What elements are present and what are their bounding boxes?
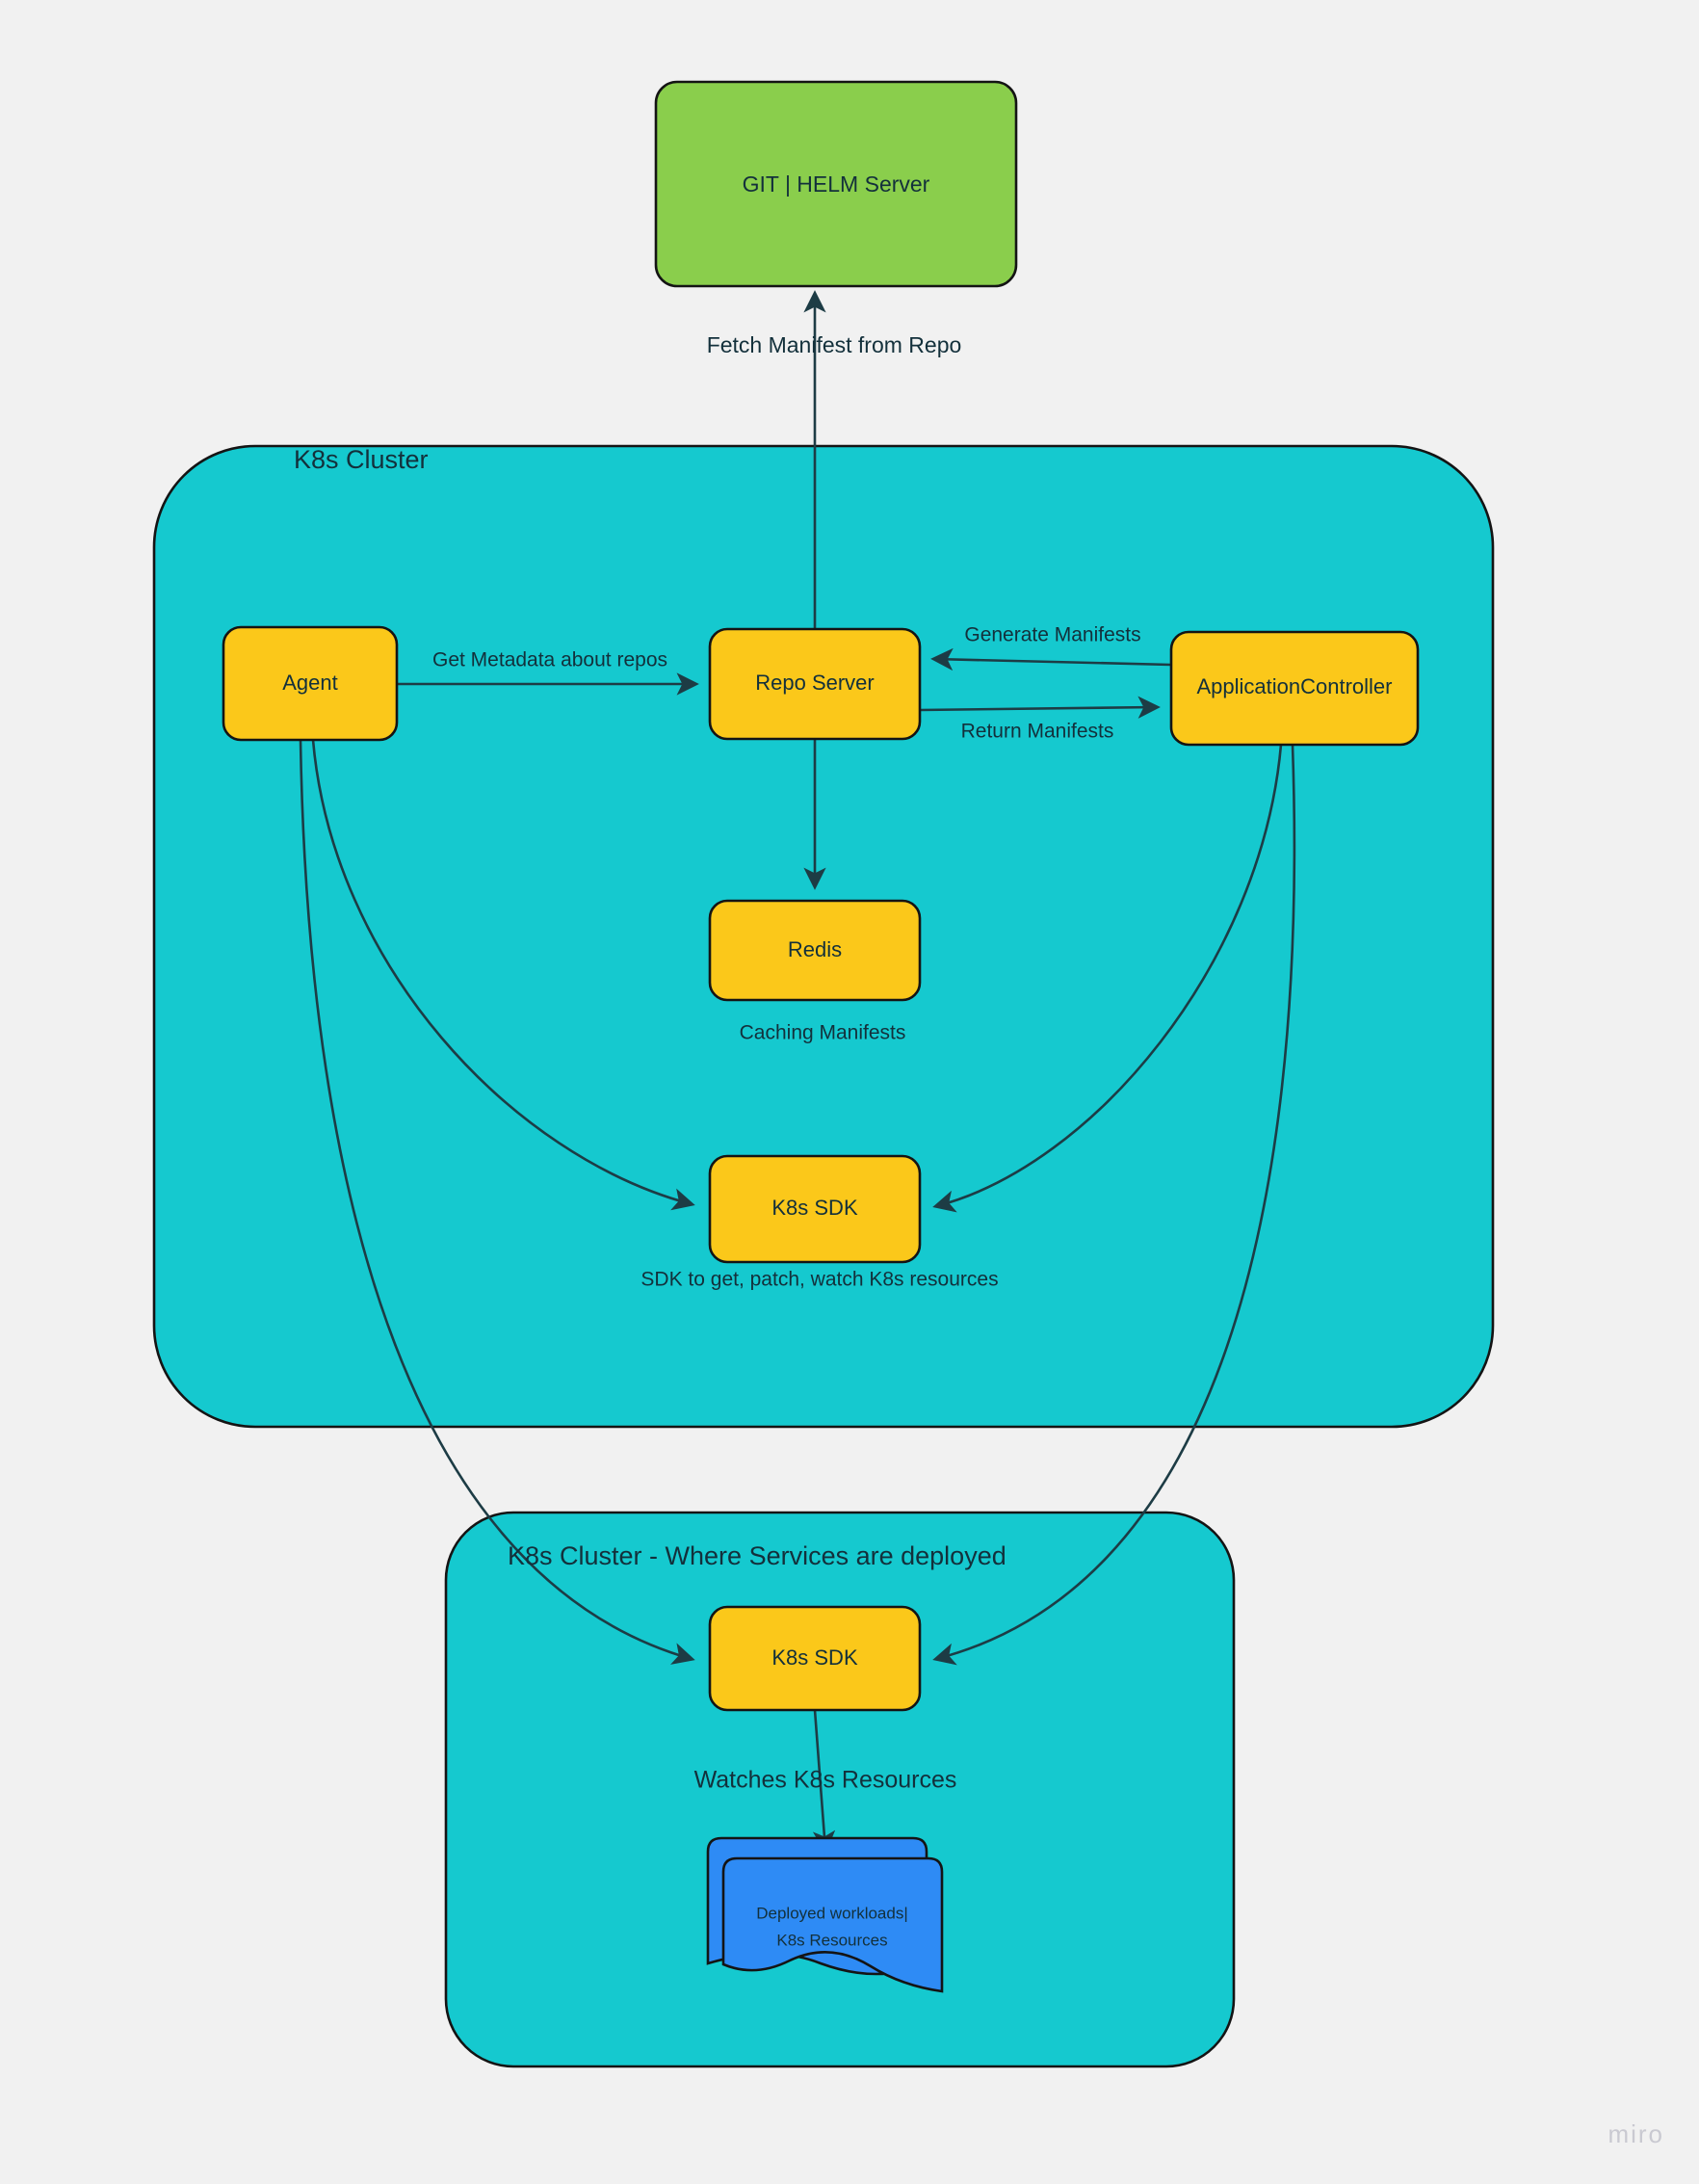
edge-appcontroller-to-k8s-sdk-bottom (932, 744, 1296, 1666)
redis-label: Redis (788, 937, 842, 961)
node-deployed-workloads[interactable]: Deployed workloads| K8s Resources (706, 1836, 944, 1993)
k8s-sdk-bottom-label: K8s SDK (771, 1645, 858, 1670)
node-k8s-sdk-top[interactable]: K8s SDK (708, 1154, 922, 1264)
edge-label-return-manifests: Return Manifests (961, 721, 1114, 743)
git-helm-server-shape[interactable] (654, 80, 1018, 288)
k8s-sdk-top-label: K8s SDK (771, 1196, 858, 1220)
agent-shape[interactable] (222, 625, 399, 742)
git-helm-server-label: GIT | HELM Server (743, 171, 930, 197)
edge-agent-to-k8s-sdk-top (311, 739, 695, 1211)
deployed-workloads-front-sheet[interactable] (721, 1856, 944, 1993)
miro-watermark: miro (1608, 2119, 1664, 2148)
edge-label-generate-manifests: Generate Manifests (964, 624, 1140, 646)
k8s-sdk-top-shape[interactable] (708, 1154, 922, 1264)
agent-label: Agent (282, 671, 338, 695)
container-label-k8s-cluster-bottom: K8s Cluster - Where Services are deploye… (508, 1541, 1006, 1570)
node-redis[interactable]: Redis (708, 899, 922, 1002)
edge-label-caching-manifests: Caching Manifests (740, 1022, 906, 1044)
edge-repo-server-to-appcontroller (919, 696, 1161, 719)
edge-agent-to-k8s-sdk-bottom (299, 739, 695, 1665)
edge-appcontroller-to-repo-server (930, 647, 1172, 671)
edge-k8s-sdk-bottom-to-workloads (812, 1709, 836, 1854)
edge-appcontroller-to-k8s-sdk-top (932, 744, 1283, 1213)
application-controller-label: ApplicationController (1197, 674, 1393, 698)
k8s-sdk-bottom-shape[interactable] (708, 1605, 922, 1712)
edge-label-sdk-description: SDK to get, patch, watch K8s resources (640, 1269, 998, 1291)
edge-label-fetch-manifest: Fetch Manifest from Repo (707, 332, 962, 357)
node-repo-server[interactable]: Repo Server (708, 627, 922, 741)
redis-shape[interactable] (708, 899, 922, 1002)
edge-label-get-metadata: Get Metadata about repos (432, 649, 667, 671)
repo-server-shape[interactable] (708, 627, 922, 741)
deployed-workloads-label-line1: Deployed workloads| (756, 1904, 908, 1922)
edge-label-watches-k8s-resources: Watches K8s Resources (694, 1767, 957, 1794)
container-k8s-cluster-bottom[interactable] (444, 1511, 1236, 2068)
node-k8s-sdk-bottom[interactable]: K8s SDK (708, 1605, 922, 1712)
deployed-workloads-label-line2: K8s Resources (776, 1931, 887, 1949)
node-agent[interactable]: Agent (222, 625, 399, 742)
container-label-k8s-cluster-top: K8s Cluster (294, 445, 429, 474)
application-controller-shape[interactable] (1169, 630, 1420, 747)
repo-server-label: Repo Server (755, 671, 875, 695)
node-git-helm-server[interactable]: GIT | HELM Server (654, 80, 1018, 288)
node-application-controller[interactable]: ApplicationController (1169, 630, 1420, 747)
